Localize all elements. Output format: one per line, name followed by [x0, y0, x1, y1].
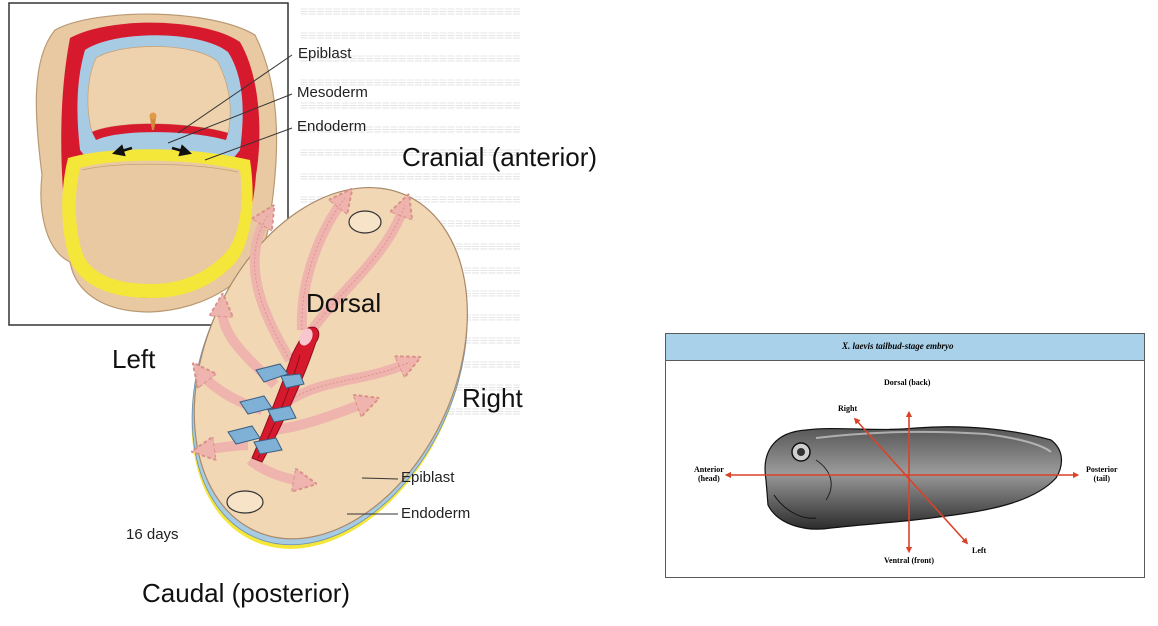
age-label: 16 days [126, 526, 179, 543]
tadpole-illustration [724, 410, 1080, 554]
tadpole-body [764, 426, 1062, 530]
disc-epiblast-label: Epiblast [401, 469, 455, 486]
posterior-line-1: Posterior [1086, 465, 1118, 474]
inset-mesoderm-label: Mesoderm [297, 84, 368, 101]
panel-header: X. laevis tailbud-stage embryo [666, 334, 1144, 361]
body-axes [724, 410, 1080, 554]
embryo-diagram [8, 2, 468, 549]
inset-leader-lines [167, 54, 293, 161]
anterior-line-1: Anterior [694, 465, 724, 474]
cloacal-membrane [226, 490, 264, 514]
panel-title: X. laevis tailbud-stage embryo [842, 341, 954, 351]
posterior-line-2: (tail) [1093, 474, 1110, 483]
tadpole-posterior-label: Posterior (tail) [1086, 465, 1118, 483]
tadpole-anterior-label: Anterior (head) [694, 465, 724, 483]
right-label: Right [462, 383, 523, 413]
primitive-node [299, 328, 313, 346]
caudal-label: Caudal (posterior) [142, 578, 351, 608]
tadpole-right-label: Right [838, 404, 858, 413]
left-label: Left [112, 344, 156, 374]
tadpole-left-label: Left [972, 546, 987, 555]
disc-leader-lines [347, 477, 399, 515]
inset-endoderm-label: Endoderm [297, 118, 367, 135]
tadpole-ventral-label: Ventral (front) [884, 556, 934, 565]
primitive-streak [251, 326, 320, 463]
arrow-outlines [254, 197, 411, 411]
embryonic-disc [138, 144, 468, 549]
cranial-label: Cranial (anterior) [402, 142, 598, 172]
inset-epiblast-label: Epiblast [298, 45, 352, 62]
cross-section-illustration [35, 13, 278, 313]
anterior-line-2: (head) [697, 474, 720, 483]
oropharyngeal-membrane [348, 210, 382, 234]
dorsal-label: Dorsal [306, 288, 382, 318]
disc-endoderm-label: Endoderm [401, 505, 471, 522]
somites [227, 363, 305, 455]
tailbud-embryo-panel: X. laevis tailbud-stage embryo D [665, 333, 1145, 578]
tadpole-dorsal-label: Dorsal (back) [884, 378, 931, 387]
